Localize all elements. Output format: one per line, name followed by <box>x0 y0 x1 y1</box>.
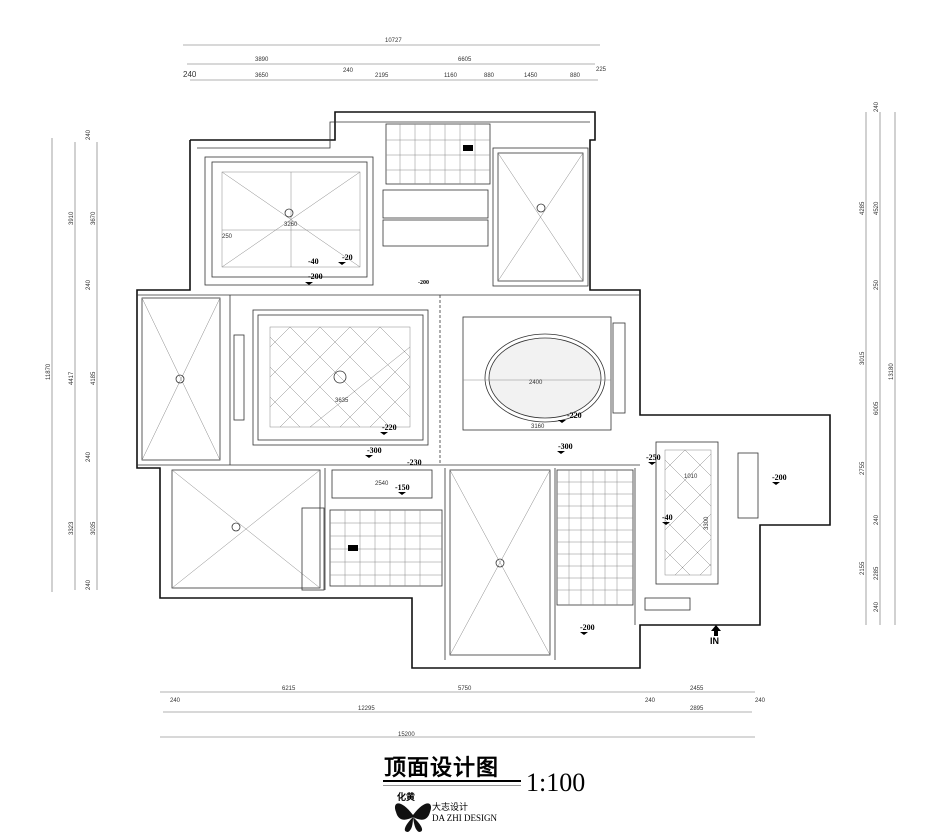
dim: 3650 <box>255 73 269 79</box>
dim: 240 <box>874 514 880 525</box>
dimension-label: 1010 <box>684 474 698 480</box>
dim: 240 <box>874 601 880 612</box>
bathroom <box>329 469 443 587</box>
dim: 1450 <box>524 73 538 79</box>
elevation-label: -230 <box>407 458 422 467</box>
kitchen-tiles <box>382 123 491 247</box>
dim: 3035 <box>91 521 97 535</box>
top-right-bedroom-ceiling <box>492 147 589 287</box>
dim: 11870 <box>46 363 52 380</box>
dim: 3910 <box>69 211 75 225</box>
elevation-label: -200 <box>772 473 787 482</box>
dim: 4417 <box>69 371 75 385</box>
dim: 225 <box>596 67 607 73</box>
dim: 4285 <box>860 201 866 215</box>
elevation-label: -40 <box>308 257 319 266</box>
dim: 240 <box>183 70 197 79</box>
dim: 240 <box>645 698 656 704</box>
elevation-label: -220 <box>567 411 582 420</box>
elevation-label: -300 <box>558 442 573 451</box>
dim: 2755 <box>860 461 866 475</box>
dim: 240 <box>86 279 92 290</box>
elevation-label: -300 <box>367 446 382 455</box>
logo-mark-text: 化黄 <box>397 793 416 803</box>
room-dimension-notes: 3260 250 3635 2400 3160 2540 1010 3300 <box>222 222 710 530</box>
elevation-label: -200 <box>418 280 429 286</box>
elevation-label: -20 <box>342 253 353 262</box>
elevation-label: -200 <box>308 272 323 281</box>
dim: 240 <box>86 451 92 462</box>
elevation-label: -200 <box>580 623 595 632</box>
dim: 6215 <box>282 686 296 692</box>
right-dimensions: 4285 3015 2755 2155 240 4520 250 6005 24… <box>860 101 896 625</box>
dim: 250 <box>874 279 880 290</box>
dim: 240 <box>874 101 880 112</box>
dim: 3890 <box>255 57 269 63</box>
dim: 15200 <box>398 732 415 738</box>
dimension-label: 3635 <box>335 398 349 404</box>
bottom-middle-bedroom <box>449 469 551 656</box>
dim: 2155 <box>860 561 866 575</box>
dim: 2455 <box>690 686 704 692</box>
dim: 4520 <box>874 201 880 215</box>
top-dimensions: 10727 3890 6605 240 3650 240 2195 1160 8… <box>183 38 607 81</box>
drawing-title: 顶面设计图 <box>384 755 500 781</box>
butterfly-logo-icon <box>394 803 432 832</box>
dim: 6005 <box>874 401 880 415</box>
dim: 4185 <box>91 371 97 385</box>
foyer-ceiling <box>644 441 759 611</box>
dim: 2285 <box>874 566 880 580</box>
dim-top-overall: 10727 <box>385 38 402 44</box>
bottom-left-bedroom <box>171 469 325 591</box>
dimension-label: 2400 <box>529 380 543 386</box>
title-underline-thin <box>383 785 521 786</box>
dim: 240 <box>343 68 354 74</box>
dim: 2895 <box>690 706 704 712</box>
studio-name-en: DA ZHI DESIGN <box>432 813 497 823</box>
walls <box>136 111 831 669</box>
dim: 3323 <box>69 521 75 535</box>
elevation-label: -40 <box>662 513 673 522</box>
dimension-label: 3260 <box>284 222 298 228</box>
dim: 12295 <box>358 706 375 712</box>
elevation-label: -150 <box>395 483 410 492</box>
dim: 13180 <box>889 363 895 380</box>
elevation-label: -220 <box>382 423 397 432</box>
entrance-label: IN <box>710 636 719 646</box>
left-dimensions: 11870 3910 4417 3323 240 3670 240 4185 2… <box>46 129 98 592</box>
top-bedroom-ceiling <box>204 156 374 286</box>
dim: 3015 <box>860 351 866 365</box>
dim: 2195 <box>375 73 389 79</box>
studio-name-cn: 大志设计 <box>432 803 469 813</box>
dim: 6605 <box>458 57 472 63</box>
title-underline <box>383 780 521 782</box>
arrow-up-icon <box>711 625 721 636</box>
dim: 240 <box>86 129 92 140</box>
dim: 3670 <box>91 211 97 225</box>
dim: 240 <box>755 698 766 704</box>
dimension-label: 3300 <box>704 516 710 530</box>
dim: 880 <box>484 73 495 79</box>
dimension-label: 250 <box>222 234 233 240</box>
dimension-label: 3160 <box>531 424 545 430</box>
dining-ceiling <box>233 309 429 446</box>
ceiling-elevation-markers: -20 -40 -200 -220 -300 -230 -220 -300 -1… <box>305 253 787 635</box>
dim: 5750 <box>458 686 472 692</box>
elevation-label: -250 <box>646 453 661 462</box>
living-ceiling <box>462 316 626 431</box>
dim: 240 <box>86 579 92 590</box>
dim: 240 <box>170 698 181 704</box>
left-balcony <box>141 297 221 461</box>
entrance-marker: IN <box>710 625 721 646</box>
dim: 880 <box>570 73 581 79</box>
drawing-scale: 1:100 <box>526 768 586 797</box>
dim: 1160 <box>444 73 458 79</box>
dimension-label: 2540 <box>375 481 389 487</box>
bottom-dimensions: 6215 5750 2455 240 12295 240 2895 240 15… <box>160 686 766 738</box>
bathroom-tiles-right <box>556 469 634 606</box>
